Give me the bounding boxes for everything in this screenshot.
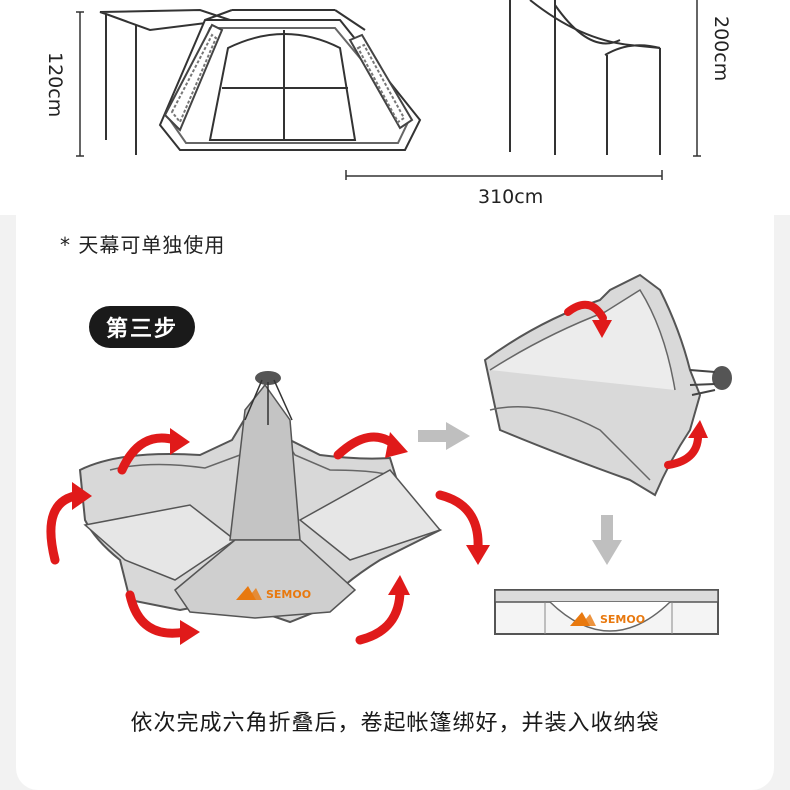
red-arrow-icon [435,490,483,553]
folded-star-tent: SEMOO [78,371,443,624]
next-step-down-arrow-icon [592,515,622,565]
fold-arrowheads [72,428,490,645]
storage-bag: SEMOO [494,589,719,635]
height-label-120: 120cm [44,52,66,118]
brand-logo-right: SEMOO [600,613,645,626]
rolled-tent [483,273,732,497]
width-label-310: 310cm [478,186,544,208]
instruction-caption: 依次完成六角折叠后，卷起帐篷绑好，并装入收纳袋 [130,711,660,736]
dimension-lines [76,0,701,180]
red-arrow-icon [564,300,607,322]
red-arrow-icon [355,585,405,645]
canopy-note: * 天幕可单独使用 [60,233,226,257]
step-badge: 第三步 [89,306,195,348]
next-step-arrow-icon [418,422,470,450]
roll-arrowheads [592,320,708,438]
tent-side-view [99,0,661,155]
red-arrow-icon [125,590,190,638]
brand-logo-left: SEMOO [266,588,311,601]
red-arrow-icon [117,433,180,475]
height-label-200: 200cm [710,16,732,82]
